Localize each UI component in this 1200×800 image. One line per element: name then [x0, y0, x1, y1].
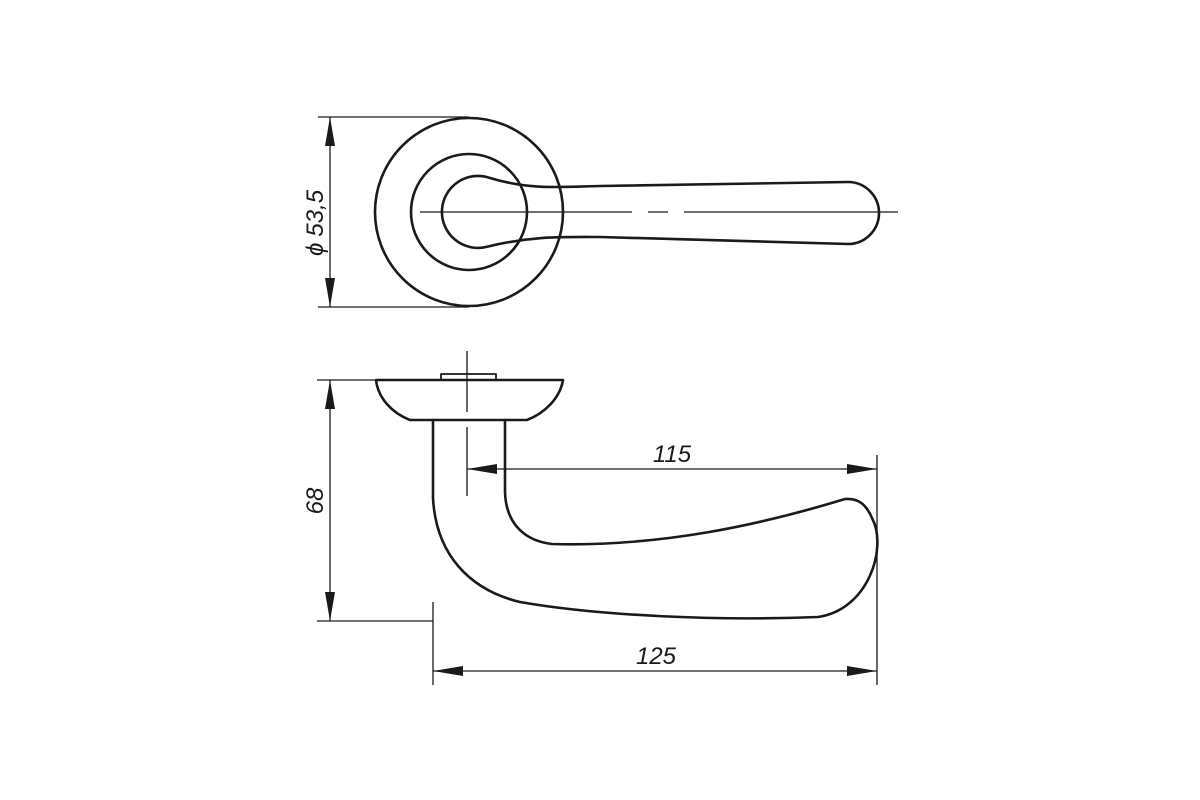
length-label: 125 [636, 643, 677, 670]
diameter-label: ϕ 53,5 [302, 189, 329, 256]
arrowhead [325, 592, 335, 621]
arrowhead [433, 666, 463, 676]
side-view [374, 351, 879, 620]
reach-label: 115 [653, 441, 692, 468]
diameter-symbol: ϕ [302, 243, 329, 256]
arrowhead [847, 464, 877, 474]
arrowhead [325, 117, 335, 146]
diameter-value: 53,5 [302, 189, 329, 236]
length-dimension: 125 [432, 602, 877, 685]
lever-top-outline [440, 174, 881, 250]
rose-side-profile [374, 378, 565, 422]
top-view [373, 116, 898, 308]
diameter-dimension: ϕ 53,5 [302, 116, 469, 308]
arrowhead [467, 464, 497, 474]
height-label: 68 [302, 487, 329, 514]
arrowhead [325, 278, 335, 307]
spindle-key [440, 373, 497, 381]
arrowhead [847, 666, 877, 676]
reach-dimension: 115 [467, 441, 878, 685]
height-dimension: 68 [302, 379, 433, 622]
arrowhead [325, 380, 335, 409]
